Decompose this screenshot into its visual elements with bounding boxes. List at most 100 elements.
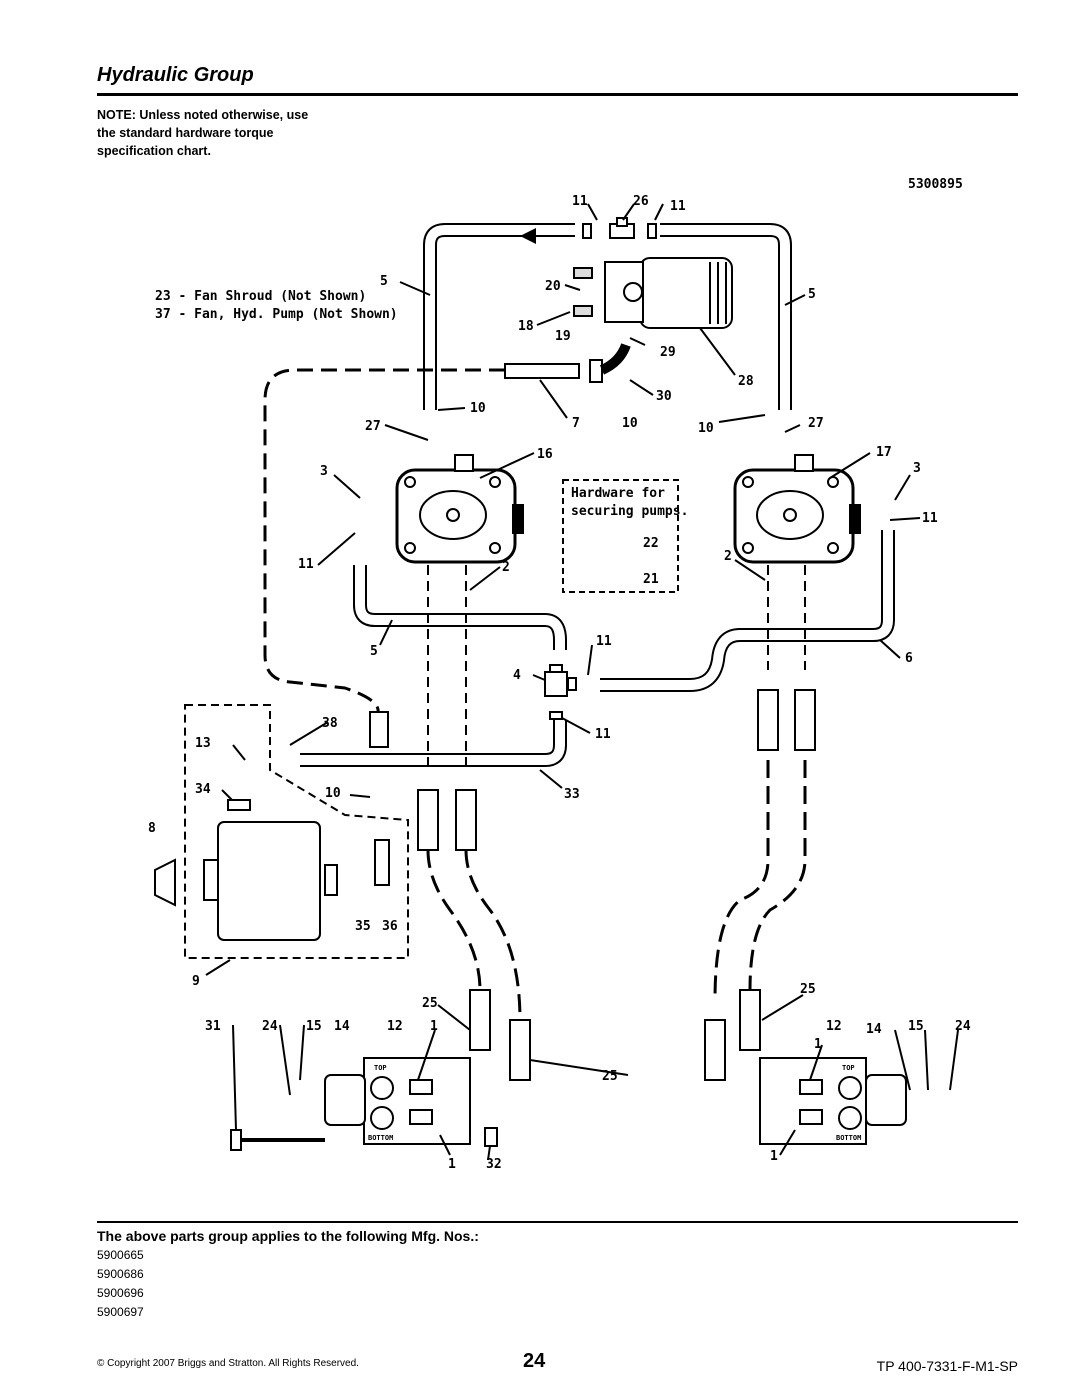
- callout: 25: [422, 996, 438, 1011]
- page-title: Hydraulic Group: [97, 64, 254, 86]
- callout: 11: [572, 194, 588, 209]
- hose-right-b: [748, 760, 807, 991]
- mfg-number: 5900665: [97, 1248, 144, 1262]
- callout: 19: [555, 329, 571, 344]
- callout: 18: [518, 319, 534, 334]
- callout: 32: [486, 1157, 502, 1172]
- callout: 9: [192, 974, 200, 989]
- callout: 10: [622, 416, 638, 431]
- svg-text:Hardware for: Hardware for: [571, 486, 665, 501]
- callout: 15: [908, 1019, 924, 1034]
- svg-text:23 - Fan Shroud (Not Shown): 23 - Fan Shroud (Not Shown): [155, 289, 366, 304]
- callout: 11: [596, 634, 612, 649]
- callout: 38: [322, 716, 338, 731]
- callout: 1: [770, 1149, 778, 1164]
- callout: 11: [298, 557, 314, 572]
- hose-right-a: [713, 760, 770, 1001]
- pump-right: [733, 454, 861, 564]
- note-line: specification chart.: [97, 144, 211, 158]
- callout: 5: [370, 644, 378, 659]
- callout-labels: 11 26 11 5 20 5 18 19 29 28 30 10 7 10 1…: [148, 194, 971, 1172]
- callout: 30: [656, 389, 672, 404]
- footer-copyright: © Copyright 2007 Briggs and Stratton. Al…: [97, 1358, 359, 1369]
- note-line: the standard hardware torque: [97, 126, 274, 140]
- svg-text:37 - Fan, Hyd. Pump (Not Shown: 37 - Fan, Hyd. Pump (Not Shown): [155, 307, 398, 322]
- callout: 28: [738, 374, 754, 389]
- callout: 35: [355, 919, 371, 934]
- callout: 4: [513, 668, 521, 683]
- reservoir-tank: [217, 821, 321, 941]
- hose-left-top: [423, 223, 575, 410]
- note-line: NOTE: Unless noted otherwise, use: [97, 108, 309, 122]
- callout: 36: [382, 919, 398, 934]
- callout: 15: [306, 1019, 322, 1034]
- callout: 24: [262, 1019, 278, 1034]
- callout: 6: [905, 651, 913, 666]
- pump-left: [395, 454, 524, 564]
- callout: 21: [643, 572, 659, 587]
- callout: 3: [913, 461, 921, 476]
- callout: 10: [698, 421, 714, 436]
- hydraulic-diagram: 5300895 23 - Fan Shroud (Not Shown) 37 -…: [148, 177, 971, 1172]
- svg-text:5300895: 5300895: [908, 177, 963, 192]
- callout: 2: [724, 549, 732, 564]
- hardware-box-label: Hardware for securing pumps.: [571, 486, 688, 519]
- callout: 12: [387, 1019, 403, 1034]
- torque-note: NOTE: Unless noted otherwise, use the st…: [97, 106, 308, 160]
- mfg-number-list: 5900665 5900686 5900696 5900697: [97, 1246, 144, 1322]
- part-32: [484, 1127, 498, 1147]
- callout: 11: [595, 727, 611, 742]
- callout: 25: [602, 1069, 618, 1084]
- title-rule: [97, 93, 1018, 96]
- callout: 5: [808, 287, 816, 302]
- callout: 1: [448, 1157, 456, 1172]
- callout: 17: [876, 445, 892, 460]
- callout: 24: [955, 1019, 971, 1034]
- mfg-number: 5900696: [97, 1286, 144, 1300]
- callout: 22: [643, 536, 659, 551]
- svg-text:BOTTOM: BOTTOM: [836, 1134, 861, 1142]
- valve-right: [759, 1057, 907, 1145]
- hose-left-a: [426, 849, 482, 991]
- hose-38: [369, 711, 389, 748]
- hose-7: [504, 363, 580, 379]
- valve-left: [230, 1057, 471, 1151]
- hose-left-b: [464, 849, 522, 1021]
- callout: 10: [325, 786, 341, 801]
- hose-5-lower: [353, 565, 567, 650]
- svg-text:securing pumps.: securing pumps.: [571, 504, 688, 519]
- callout: 31: [205, 1019, 221, 1034]
- drawing-number: 5300895: [908, 177, 963, 192]
- callout: 34: [195, 782, 211, 797]
- doc-number: TP 400-7331-F-M1-SP: [876, 1358, 1018, 1374]
- callout: 14: [334, 1019, 350, 1034]
- callout: 2: [502, 560, 510, 575]
- tee-4: [544, 671, 568, 697]
- callout: 8: [148, 821, 156, 836]
- page-number: 24: [523, 1350, 546, 1372]
- callout: 1: [430, 1019, 438, 1034]
- callout: 11: [670, 199, 686, 214]
- reservoir-dashed-box: [184, 704, 409, 959]
- hose-33: [300, 720, 567, 767]
- callout: 13: [195, 736, 211, 751]
- svg-text:BOTTOM: BOTTOM: [368, 1134, 393, 1142]
- mfg-number: 5900697: [97, 1305, 144, 1319]
- callout: 7: [572, 416, 580, 431]
- svg-text:TOP: TOP: [374, 1064, 387, 1072]
- callout: 14: [866, 1022, 882, 1037]
- svg-text:TOP: TOP: [842, 1064, 855, 1072]
- callout: 12: [826, 1019, 842, 1034]
- callout: 27: [365, 419, 381, 434]
- callout: 16: [537, 447, 553, 462]
- callout: 11: [922, 511, 938, 526]
- not-shown-list: 23 - Fan Shroud (Not Shown) 37 - Fan, Hy…: [155, 289, 398, 322]
- callout: 1: [814, 1037, 822, 1052]
- callout: 25: [800, 982, 816, 997]
- callout: 5: [380, 274, 388, 289]
- callout: 10: [470, 401, 486, 416]
- callout: 29: [660, 345, 676, 360]
- mfg-number: 5900686: [97, 1267, 144, 1281]
- hardware-box: [562, 479, 679, 593]
- applies-heading: The above parts group applies to the fol…: [97, 1228, 479, 1244]
